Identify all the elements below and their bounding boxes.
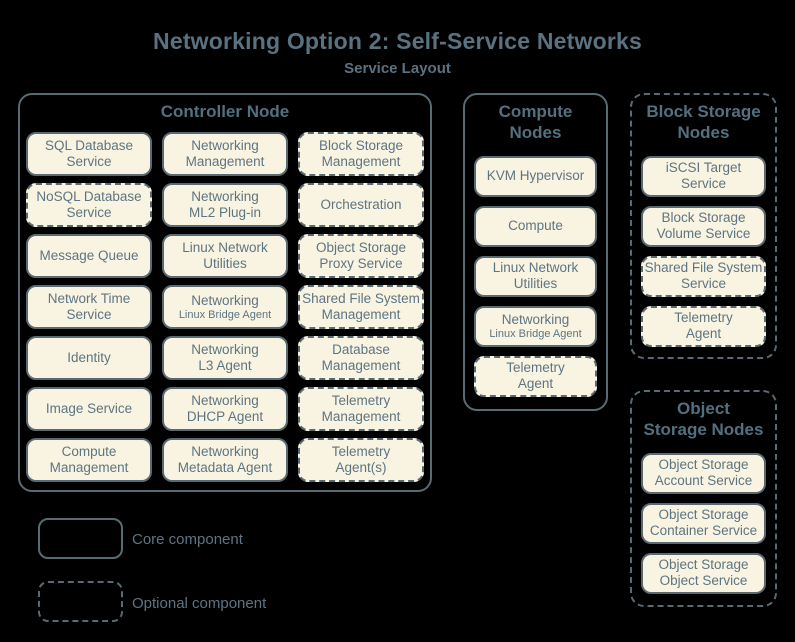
service-box: KVM Hypervisor <box>474 155 597 197</box>
service-box: Networking Management <box>162 132 288 177</box>
service-label: Compute <box>508 217 563 233</box>
service-label: Image Service <box>45 401 133 417</box>
service-box: Object Storage Object Service <box>641 552 766 594</box>
legend-core-label: Core component <box>132 531 243 548</box>
service-label: Message Queue <box>39 248 139 264</box>
service-label: Telemetry Agent <box>506 359 565 391</box>
service-label: iSCSI Target Service <box>665 159 742 191</box>
page-subtitle: Service Layout <box>344 60 451 77</box>
service-label: Shared File System Service <box>644 259 763 291</box>
legend-optional-swatch <box>38 581 123 622</box>
service-box: Linux Network Utilities <box>474 255 597 297</box>
service-label: Linux Network Utilities <box>492 259 579 291</box>
service-box: Networking DHCP Agent <box>162 387 288 432</box>
service-label: Telemetry Management <box>321 393 401 425</box>
service-label: Network Time Service <box>47 291 131 323</box>
service-label: Networking L3 Agent <box>191 342 259 374</box>
group-title-block-storage: Block Storage Nodes <box>646 102 761 143</box>
legend-core-swatch <box>38 518 123 559</box>
service-label: Block Storage Management <box>318 138 404 170</box>
service-box: iSCSI Target Service <box>641 155 766 197</box>
service-sublabel: Linux Bridge Agent <box>178 309 272 322</box>
service-label: Shared File System Management <box>302 291 420 323</box>
service-box: Telemetry Management <box>298 387 424 432</box>
service-label: NoSQL Database Service <box>36 189 142 221</box>
service-label: Object Storage Account Service <box>654 456 753 488</box>
service-label: Object Storage Container Service <box>649 506 758 538</box>
service-label: Networking DHCP Agent <box>186 393 264 425</box>
service-label: Orchestration <box>320 197 402 213</box>
service-box: Image Service <box>26 387 152 432</box>
service-label: SQL Database Service <box>44 138 134 170</box>
service-box: Object Storage Account Service <box>641 452 766 494</box>
service-label: Networking Management <box>185 138 265 170</box>
service-label: Compute Management <box>49 444 129 476</box>
service-box: Object Storage Container Service <box>641 502 766 544</box>
group-title-compute: Compute Nodes <box>498 102 573 143</box>
service-label: Linux Network Utilities <box>182 240 268 272</box>
service-box: Block Storage Management <box>298 132 424 177</box>
group-title-controller: Controller Node <box>160 102 290 121</box>
service-box: Compute Management <box>26 438 152 483</box>
legend-optional-label: Optional component <box>132 595 267 612</box>
service-box: Networking ML2 Plug-in <box>162 183 288 228</box>
service-label: Telemetry Agent <box>674 309 733 341</box>
service-sublabel: Linux Bridge Agent <box>489 327 582 340</box>
service-box: Linux Network Utilities <box>162 234 288 279</box>
service-label: Identity <box>67 350 111 366</box>
service-box: Object Storage Proxy Service <box>298 234 424 279</box>
object-storage-nodes-group: Object Storage Nodes Object Storage Acco… <box>630 390 777 607</box>
service-label: Object Storage Proxy Service <box>315 240 407 272</box>
service-label: Networking <box>501 311 570 327</box>
service-box: Network Time Service <box>26 285 152 330</box>
service-box: Block Storage Volume Service <box>641 205 766 247</box>
service-box: Telemetry Agent <box>474 355 597 397</box>
service-box: Shared File System Service <box>641 255 766 297</box>
service-box: Identity <box>26 336 152 381</box>
service-label: Database Management <box>321 342 401 374</box>
service-box: Telemetry Agent(s) <box>298 438 424 483</box>
service-box: NoSQL Database Service <box>26 183 152 228</box>
service-box: Database Management <box>298 336 424 381</box>
block-storage-nodes-group: Block Storage Nodes iSCSI Target Service… <box>630 93 777 359</box>
controller-services-grid: SQL Database Service Networking Managemen… <box>20 122 430 490</box>
service-box: Networking L3 Agent <box>162 336 288 381</box>
service-box: SQL Database Service <box>26 132 152 177</box>
service-box: Shared File System Management <box>298 285 424 330</box>
page-title: Networking Option 2: Self-Service Networ… <box>153 28 642 54</box>
service-box: Message Queue <box>26 234 152 279</box>
service-box: Telemetry Agent <box>641 305 766 347</box>
service-label: Networking Metadata Agent <box>177 444 273 476</box>
service-box: Networking Metadata Agent <box>162 438 288 483</box>
service-label: Telemetry Agent(s) <box>331 444 391 476</box>
service-label: Networking ML2 Plug-in <box>188 189 262 221</box>
service-label: KVM Hypervisor <box>486 167 585 183</box>
service-label: Object Storage Object Service <box>658 556 749 588</box>
group-title-object-storage: Object Storage Nodes <box>643 399 764 440</box>
service-box: Orchestration <box>298 183 424 228</box>
service-label: Block Storage Volume Service <box>656 209 751 241</box>
service-box: Compute <box>474 205 597 247</box>
service-label: Networking <box>191 292 259 308</box>
